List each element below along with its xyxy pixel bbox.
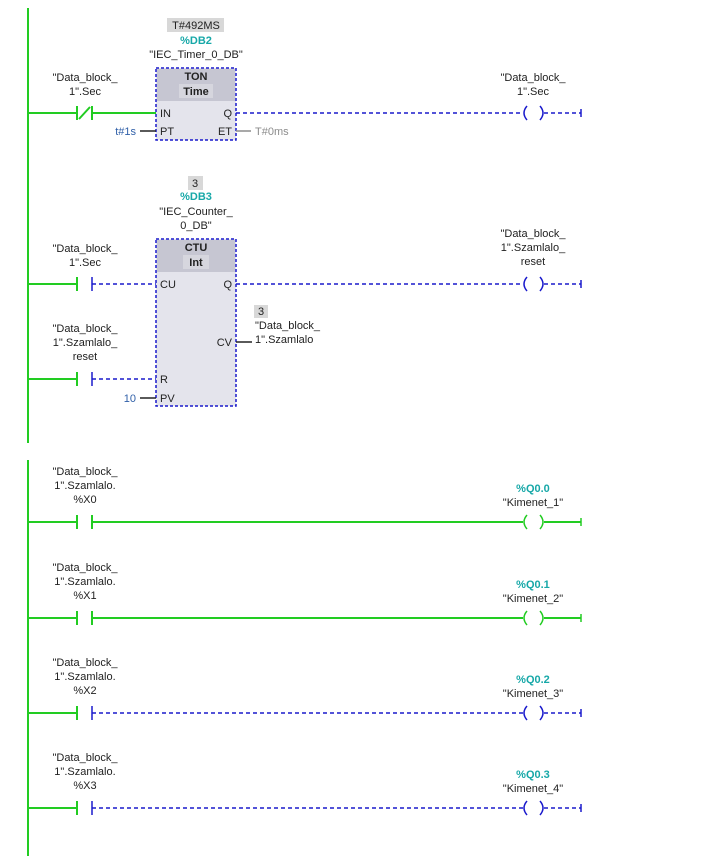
rung-output-coil[interactable] bbox=[523, 800, 528, 816]
rung-output-coil[interactable] bbox=[523, 705, 528, 721]
counter-cu-label-1: "Data_block_ bbox=[52, 243, 118, 255]
counter-db-name-2: 0_DB" bbox=[180, 220, 212, 232]
rung-output-name: "Kimenet_3" bbox=[503, 688, 563, 700]
rung-output-coil[interactable] bbox=[539, 514, 544, 530]
counter-cu-contact-no[interactable] bbox=[76, 277, 93, 291]
timer-db-number: %DB2 bbox=[180, 35, 212, 47]
timer-coil-label-1: "Data_block_ bbox=[500, 72, 566, 84]
timer-value-box bbox=[167, 18, 224, 32]
rung-output-address: %Q0.1 bbox=[516, 579, 550, 591]
timer-input-contact-nc[interactable] bbox=[76, 106, 93, 120]
rung-contact-label: %X0 bbox=[73, 494, 96, 506]
counter-cu-label-2: 1".Sec bbox=[69, 257, 102, 269]
rung-contact-label: "Data_block_ bbox=[52, 562, 118, 574]
timer-datatype: Time bbox=[183, 86, 208, 98]
counter-reset-contact-no[interactable] bbox=[76, 372, 93, 386]
rung-output-name: "Kimenet_1" bbox=[503, 497, 563, 509]
timer-db-name: "IEC_Timer_0_DB" bbox=[149, 49, 243, 61]
timer-pt-value: t#1s bbox=[115, 126, 136, 138]
counter-pin-q: Q bbox=[223, 279, 232, 291]
rung-output-coil[interactable] bbox=[539, 705, 544, 721]
counter-coil-label-3: reset bbox=[521, 256, 545, 268]
timer-current-value: T#492MS bbox=[172, 20, 220, 32]
rung-output-name: "Kimenet_2" bbox=[503, 593, 563, 605]
counter-r-label-1: "Data_block_ bbox=[52, 323, 118, 335]
counter-cv-value: 3 bbox=[258, 306, 264, 318]
timer-type: TON bbox=[184, 71, 207, 83]
rung-output-address: %Q0.3 bbox=[516, 769, 550, 781]
rung-contact-label: 1".Szamlalo. bbox=[54, 766, 115, 778]
rung-contact-label: 1".Szamlalo. bbox=[54, 671, 115, 683]
counter-db-number: %DB3 bbox=[180, 191, 212, 203]
network-2-rungs: "Data_block_ 1".Szamlalo. %X0 %Q0.0 "Kimenet… bbox=[28, 466, 582, 816]
counter-cv-label-1: "Data_block_ bbox=[255, 320, 321, 332]
counter-output-coil[interactable] bbox=[523, 276, 544, 292]
rung-output-address: %Q0.2 bbox=[516, 674, 550, 686]
rung-output-coil[interactable] bbox=[539, 610, 544, 626]
rung-output-coil[interactable] bbox=[523, 514, 528, 530]
rung-contact-label: "Data_block_ bbox=[52, 657, 118, 669]
rung-contact-label: %X3 bbox=[73, 780, 96, 792]
timer-pin-pt: PT bbox=[160, 126, 174, 138]
counter-coil-label-2: 1".Szamlalo_ bbox=[501, 242, 566, 254]
counter-r-label-2: 1".Szamlalo_ bbox=[53, 337, 118, 349]
counter-r-label-3: reset bbox=[73, 351, 97, 363]
timer-pin-in: IN bbox=[160, 108, 171, 120]
ton-timer-block[interactable]: TON Time IN PT Q ET bbox=[155, 67, 237, 141]
counter-type: CTU bbox=[185, 242, 208, 254]
counter-pv-value: 10 bbox=[124, 393, 136, 405]
counter-datatype: Int bbox=[189, 257, 203, 269]
rung-contact-label: %X2 bbox=[73, 685, 96, 697]
counter-value-box bbox=[188, 176, 203, 190]
counter-pin-cu: CU bbox=[160, 279, 176, 291]
timer-pin-et: ET bbox=[218, 126, 232, 138]
timer-contact-label-2: 1".Sec bbox=[69, 86, 102, 98]
counter-current-value: 3 bbox=[192, 178, 198, 190]
ctu-counter-block[interactable]: CTU Int CU R PV Q CV bbox=[155, 238, 237, 407]
timer-output-coil[interactable] bbox=[523, 105, 544, 121]
timer-pin-q: Q bbox=[223, 108, 232, 120]
rung-output-address: %Q0.0 bbox=[516, 483, 550, 495]
counter-pin-r: R bbox=[160, 374, 168, 386]
rung-output-coil[interactable] bbox=[539, 800, 544, 816]
counter-coil-label-1: "Data_block_ bbox=[500, 228, 566, 240]
rung-output-coil[interactable] bbox=[523, 610, 528, 626]
timer-contact-label-1: "Data_block_ bbox=[52, 72, 118, 84]
counter-db-name-1: "IEC_Counter_ bbox=[159, 206, 233, 218]
rung-contact-label: "Data_block_ bbox=[52, 752, 118, 764]
timer-coil-label-2: 1".Sec bbox=[517, 86, 550, 98]
counter-cv-label-2: 1".Szamlalo bbox=[255, 334, 313, 346]
rung-contact-label: %X1 bbox=[73, 590, 96, 602]
rung-contact-label: "Data_block_ bbox=[52, 466, 118, 478]
rung-contact-label: 1".Szamlalo. bbox=[54, 576, 115, 588]
counter-pin-pv: PV bbox=[160, 393, 175, 405]
counter-pin-cv: CV bbox=[217, 337, 233, 349]
counter-cv-value-box bbox=[254, 305, 268, 318]
rung-contact-label: 1".Szamlalo. bbox=[54, 480, 115, 492]
rung-output-name: "Kimenet_4" bbox=[503, 783, 563, 795]
timer-et-value: T#0ms bbox=[255, 126, 289, 138]
